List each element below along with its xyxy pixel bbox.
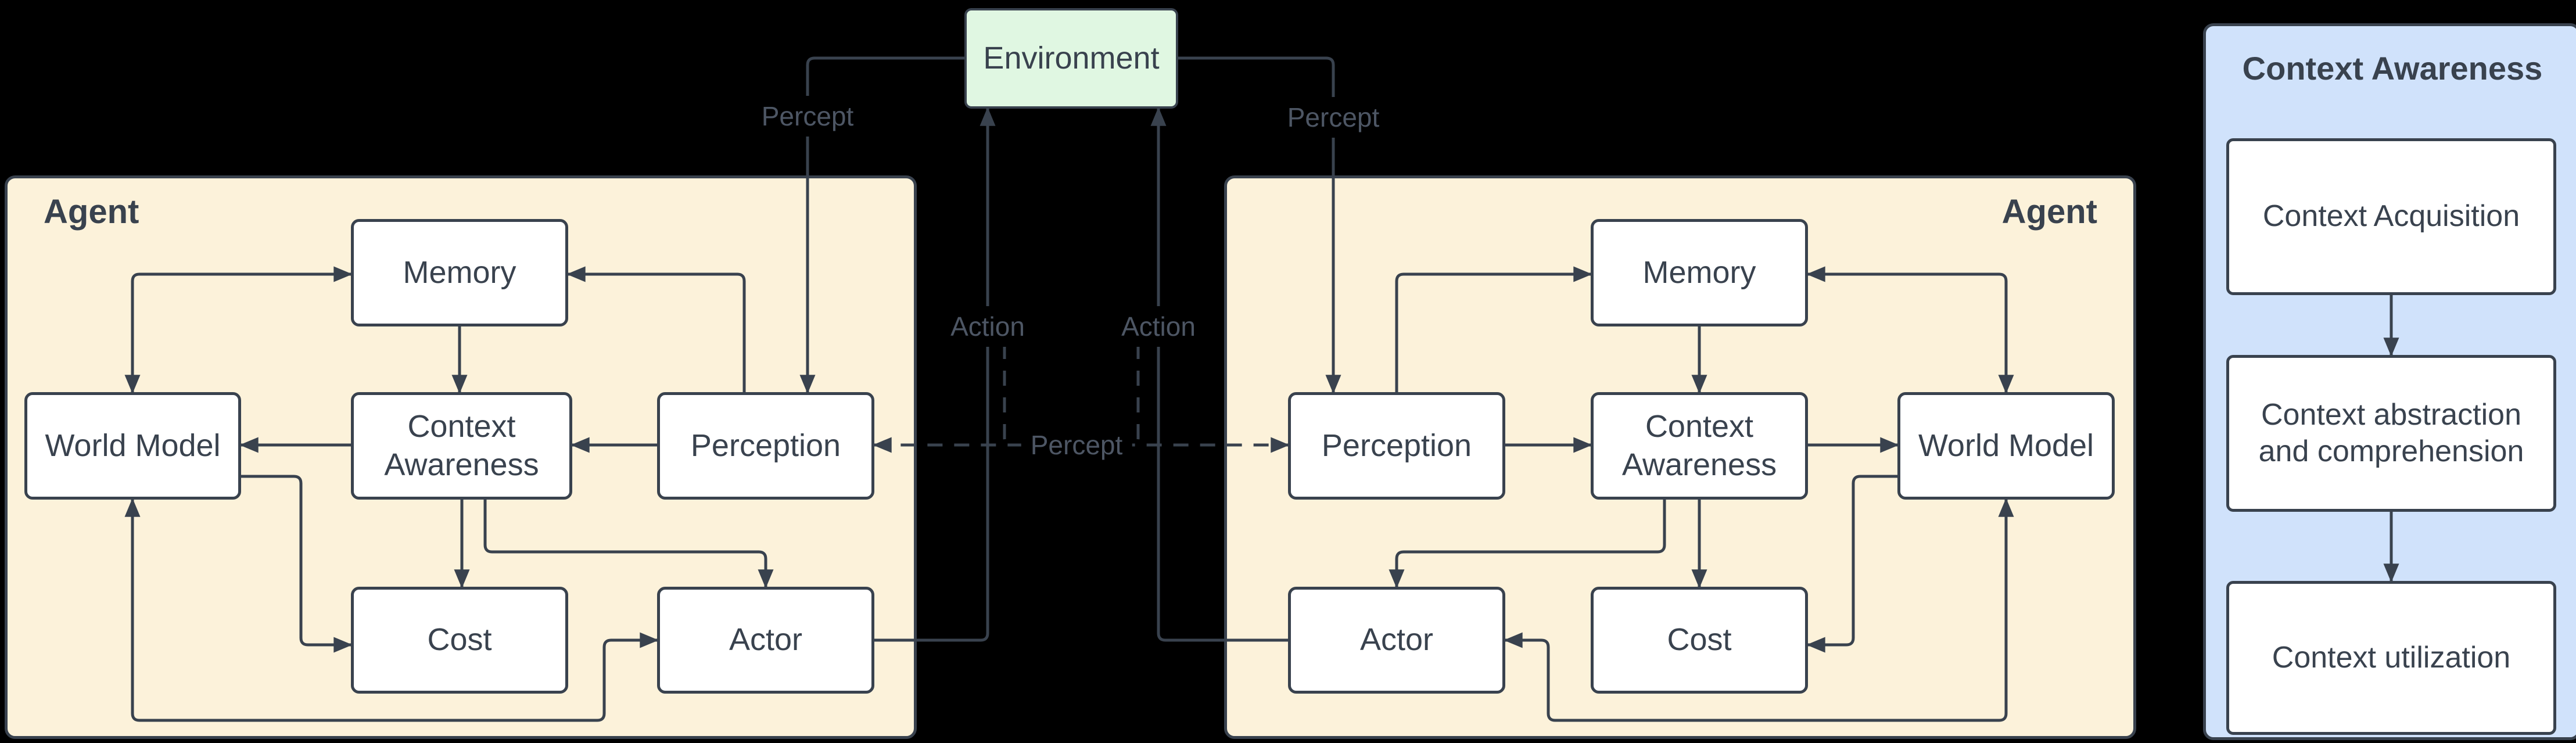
node-world-model-left: World Model [24, 392, 241, 500]
edge-perc-mem-right [1395, 266, 1592, 392]
edge-action-left [874, 107, 996, 642]
panel-step-context-acquisition: Context Acquisition [2226, 138, 2556, 295]
edge-wm-cost-right [1806, 475, 1897, 653]
edge-wm-cost-left [241, 475, 353, 653]
node-actor-left: Actor [657, 587, 874, 694]
agent-title-right: Agent [2001, 193, 2097, 231]
edge-label-percept-exchange: Percept [1021, 425, 1132, 465]
panel-step-context-utilization: Context utilization [2226, 581, 2556, 735]
edge-label-percept-right: Percept [1278, 97, 1389, 138]
node-memory-left: Memory [351, 219, 568, 326]
edge-ca-actor-left [483, 500, 774, 588]
edge-env-perc-right [1178, 56, 1341, 394]
edge-label-action-right: Action [1112, 306, 1205, 347]
edge-ca-actor-right [1389, 500, 1666, 588]
node-cost-left: Cost [351, 587, 568, 694]
node-memory-right: Memory [1591, 219, 1808, 326]
node-cost-right: Cost [1591, 587, 1808, 694]
context-awareness-panel-title: Context Awareness [2242, 50, 2543, 87]
edge-percept-exch-rl [873, 344, 1140, 453]
node-world-model-right: World Model [1897, 392, 2115, 500]
node-context-awareness-right: Context Awareness [1591, 392, 1808, 500]
edge-percept-exch-lr [1003, 344, 1290, 453]
edge-label-percept-left: Percept [752, 96, 863, 137]
edge-perc-mem-left [566, 266, 746, 392]
panel-step-context-abstraction: Context abstraction and comprehension [2226, 355, 2556, 512]
node-perception-left: Perception [657, 392, 874, 500]
environment-node: Environment [964, 8, 1178, 109]
edge-label-action-left: Action [941, 306, 1034, 347]
agent-title-left: Agent [44, 193, 139, 231]
edge-actor-wm-left [124, 498, 657, 722]
node-context-awareness-left: Context Awareness [351, 392, 572, 500]
edge-env-perc-left [799, 56, 964, 394]
edge-mem-wm-right [1808, 272, 2014, 394]
node-actor-right: Actor [1288, 587, 1505, 694]
edge-actor-wm-right [1505, 498, 2014, 722]
node-perception-right: Perception [1288, 392, 1505, 500]
edge-mem-wm-left [124, 272, 351, 394]
edge-action-right [1150, 107, 1288, 642]
